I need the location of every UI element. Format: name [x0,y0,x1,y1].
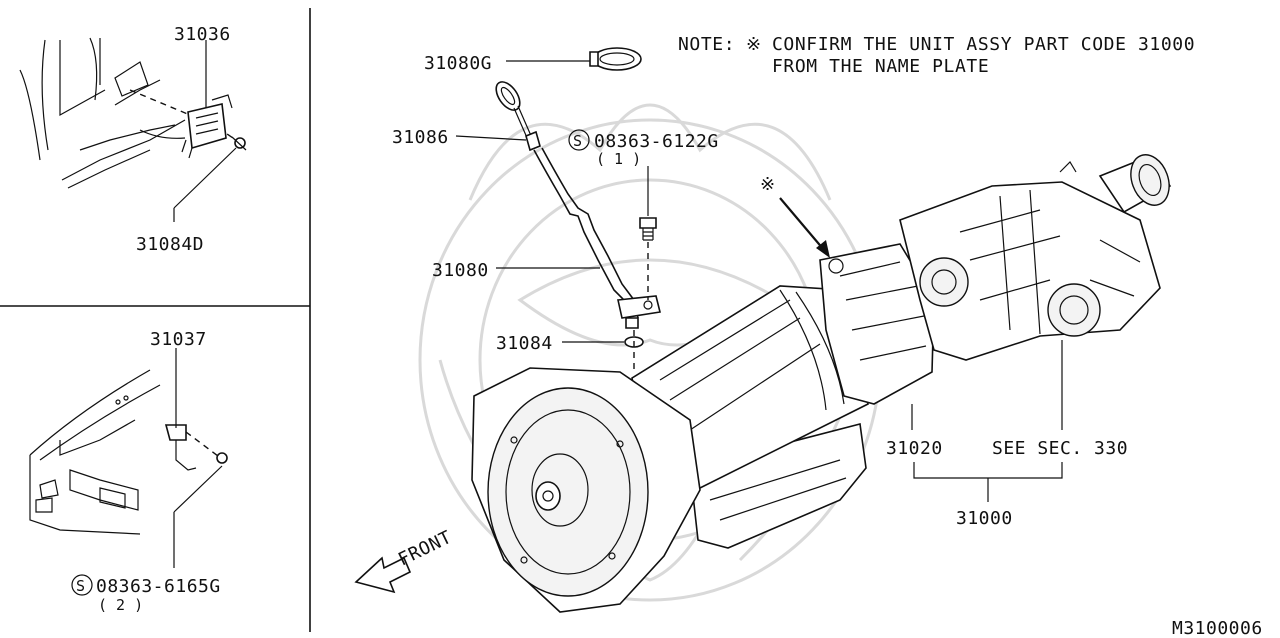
bolt-08363-6122G [639,217,657,241]
part-label-31037: 31037 [150,329,207,350]
svg-text:S: S [76,577,85,595]
part-label-see-sec-330: SEE SEC. 330 [992,438,1128,459]
leader-31086 [455,135,527,141]
band-clip-31080G [589,47,642,71]
note-symbol-icon: ※ [746,34,762,55]
part-label-31020: 31020 [886,438,943,459]
front-arrow-icon [354,556,412,594]
dipstick-31086 [495,81,541,152]
part-label-31084D: 31084D [136,234,204,255]
quantity-08363-6122G: ( 1 ) [596,150,641,168]
leader-08363-6165G-diag [173,465,223,513]
inset-dash-bracket [29,369,228,535]
inset-control-unit [19,37,247,189]
note-line-2: FROM THE NAME PLATE [772,56,989,77]
diagram-code: M3100006 [1172,618,1263,638]
filler-tube-31080 [533,147,661,329]
note-prefix: NOTE: [678,34,735,55]
part-label-08363-6122G: 08363-6122G [594,131,719,152]
part-label-31036: 31036 [174,24,231,45]
callout-arrow [779,197,830,258]
callout-symbol-icon: ※ [760,174,776,195]
part-label-31086: 31086 [392,127,449,148]
bracket-31000 [913,462,1063,502]
part-label-31000: 31000 [956,508,1013,529]
front-direction-label: FRONT [395,527,455,571]
screw-symbol-icon: S [71,574,93,596]
quantity-08363-6165G: ( 2 ) [98,596,143,614]
note-line-1: CONFIRM THE UNIT ASSY PART CODE 31000 [772,34,1195,55]
part-label-08363-6165G: 08363-6165G [96,576,221,597]
leader-31084D-diag [173,147,237,209]
part-label-31080G: 31080G [424,53,492,74]
part-label-31080: 31080 [432,260,489,281]
screw-symbol-icon: S [568,129,590,151]
part-label-31084: 31084 [496,333,553,354]
transmission-assembly [471,154,1172,613]
svg-text:S: S [573,132,582,150]
